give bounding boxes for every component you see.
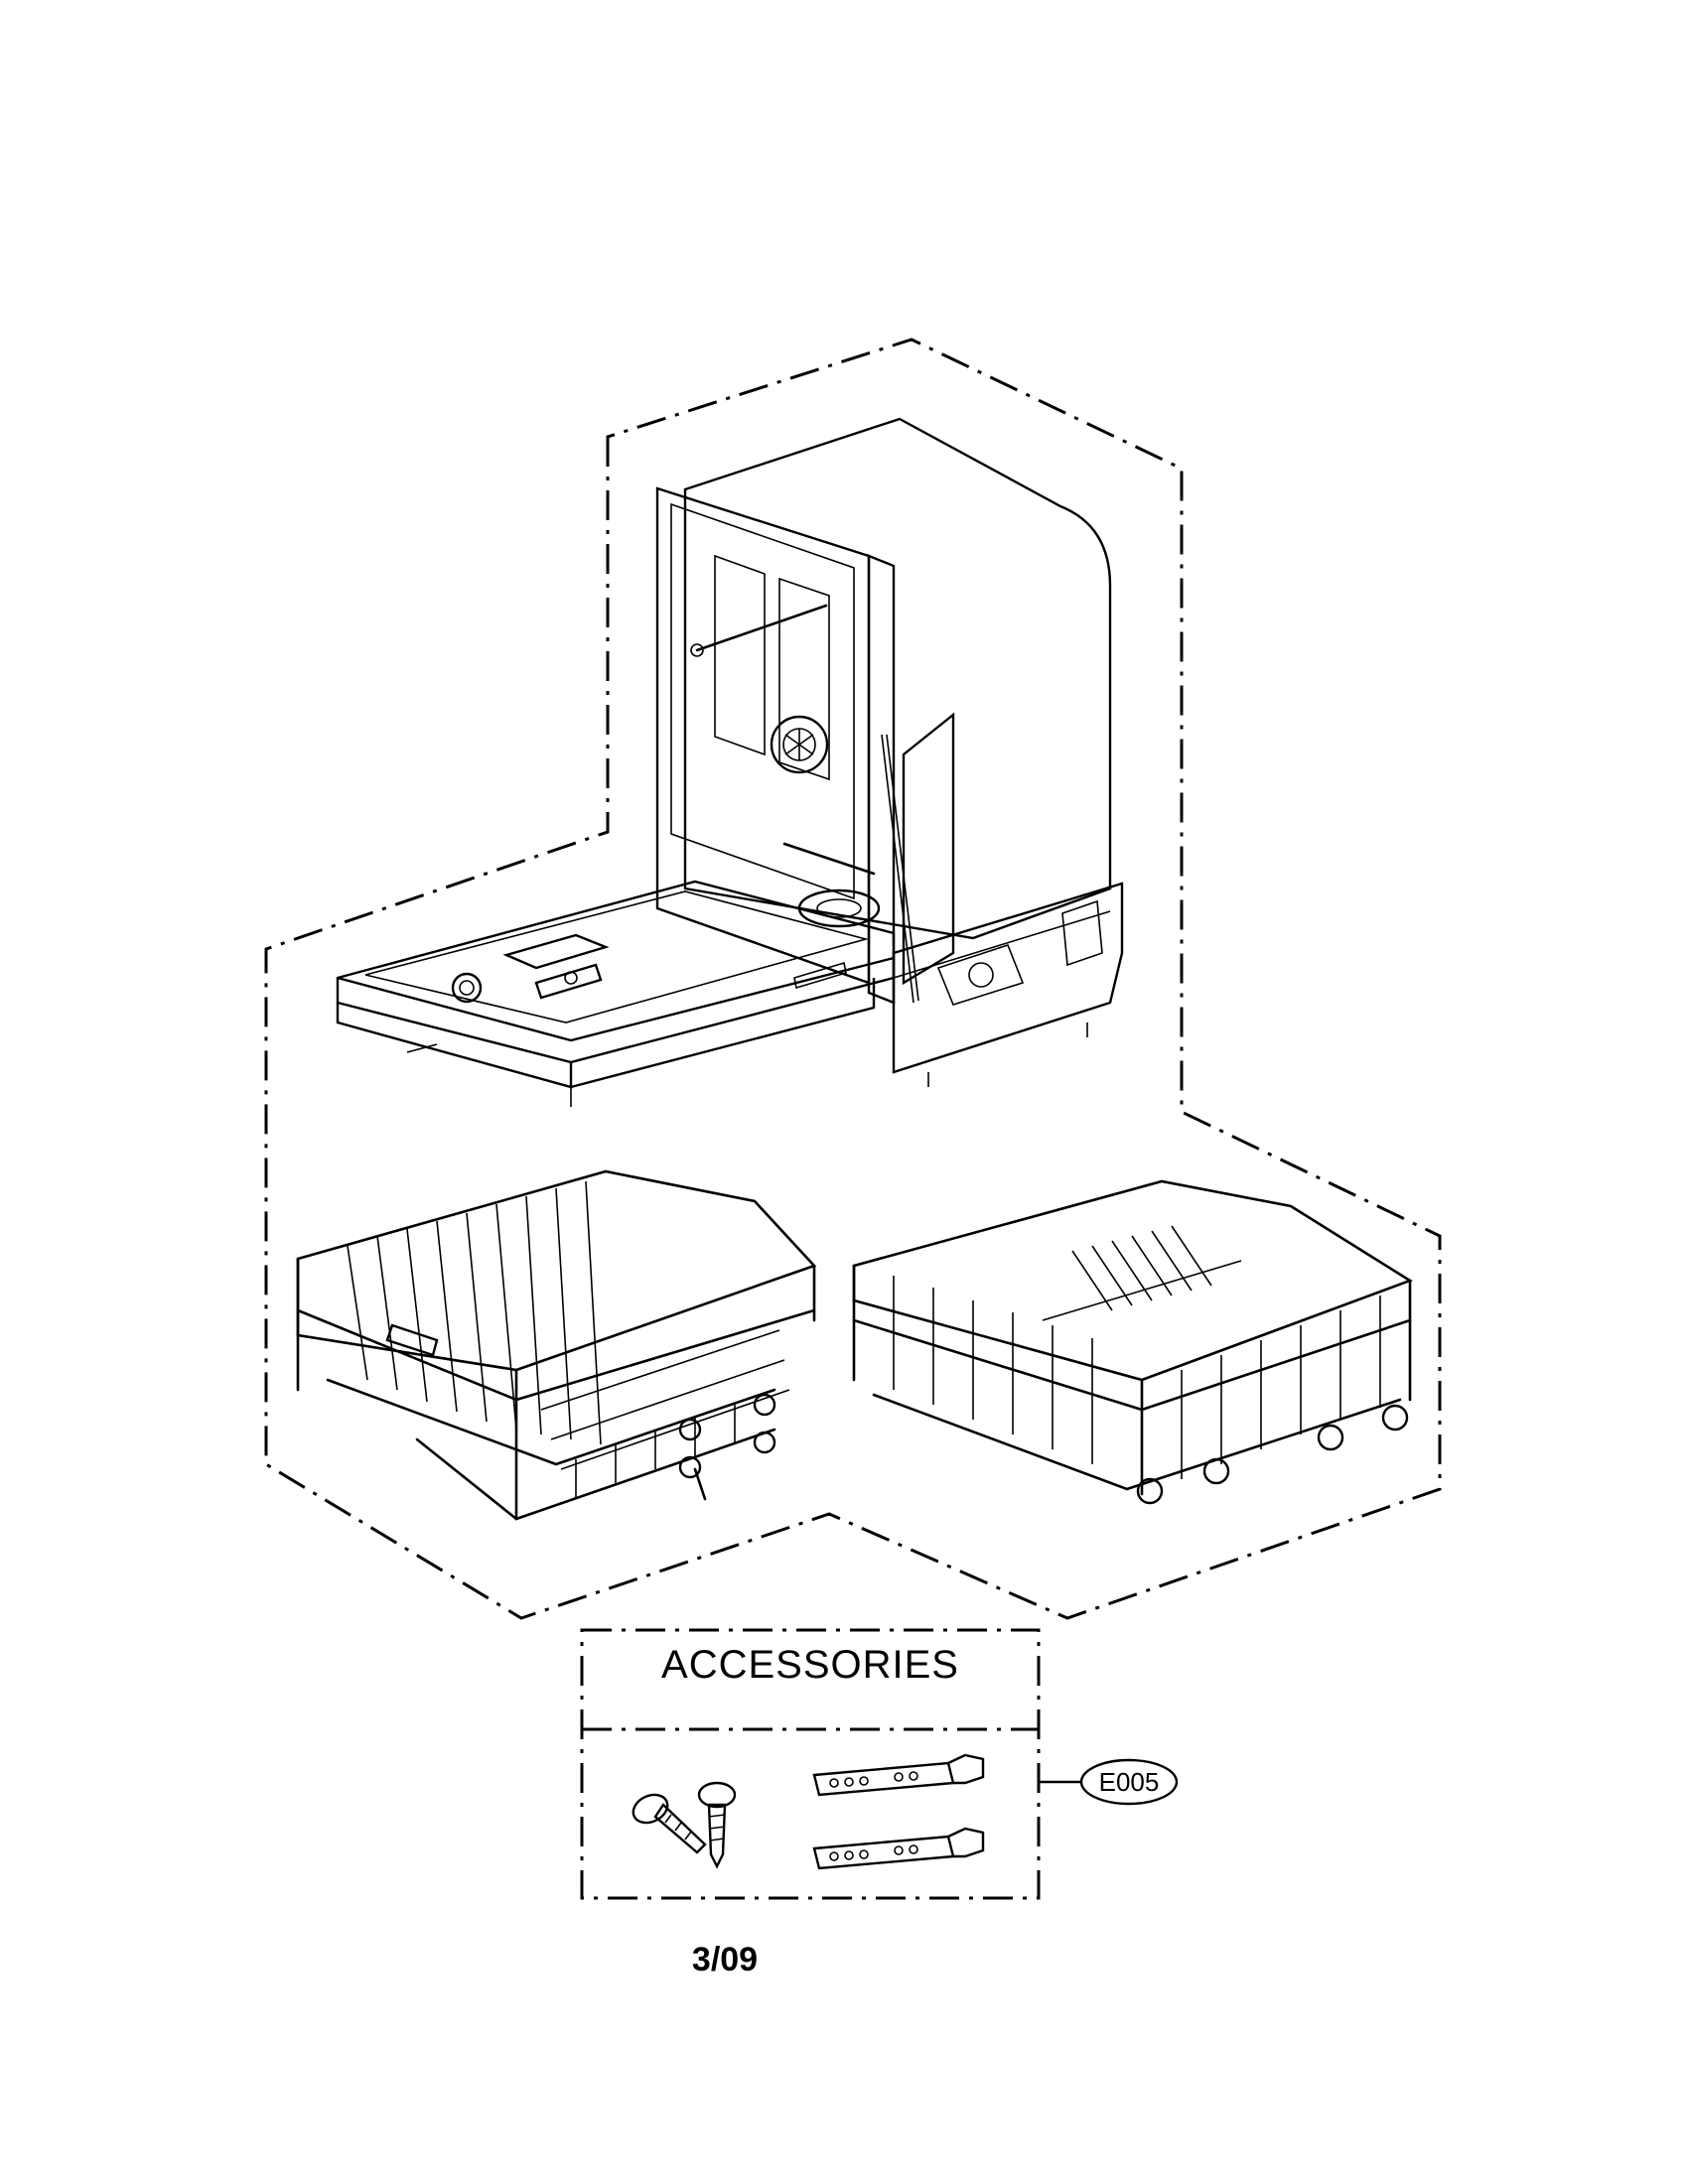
upper-dish-rack	[296, 1169, 817, 1521]
accessories-box	[580, 1628, 1041, 1900]
mounting-bracket-icon	[812, 1753, 985, 1797]
lower-dish-rack	[852, 1179, 1413, 1505]
mounting-bracket-icon	[812, 1827, 985, 1870]
reference-ellipse	[1079, 1758, 1179, 1806]
assembly-boundary	[264, 338, 1442, 1620]
reference-code: E005	[1098, 1767, 1160, 1797]
dishwasher-door	[336, 880, 896, 1107]
accessories-title: ACCESSORIES	[661, 1643, 959, 1687]
dishwasher-tub	[655, 417, 1124, 1087]
screw-icon	[632, 1793, 707, 1854]
screw-icon	[697, 1781, 737, 1869]
page-number: 3/09	[691, 1941, 759, 1979]
